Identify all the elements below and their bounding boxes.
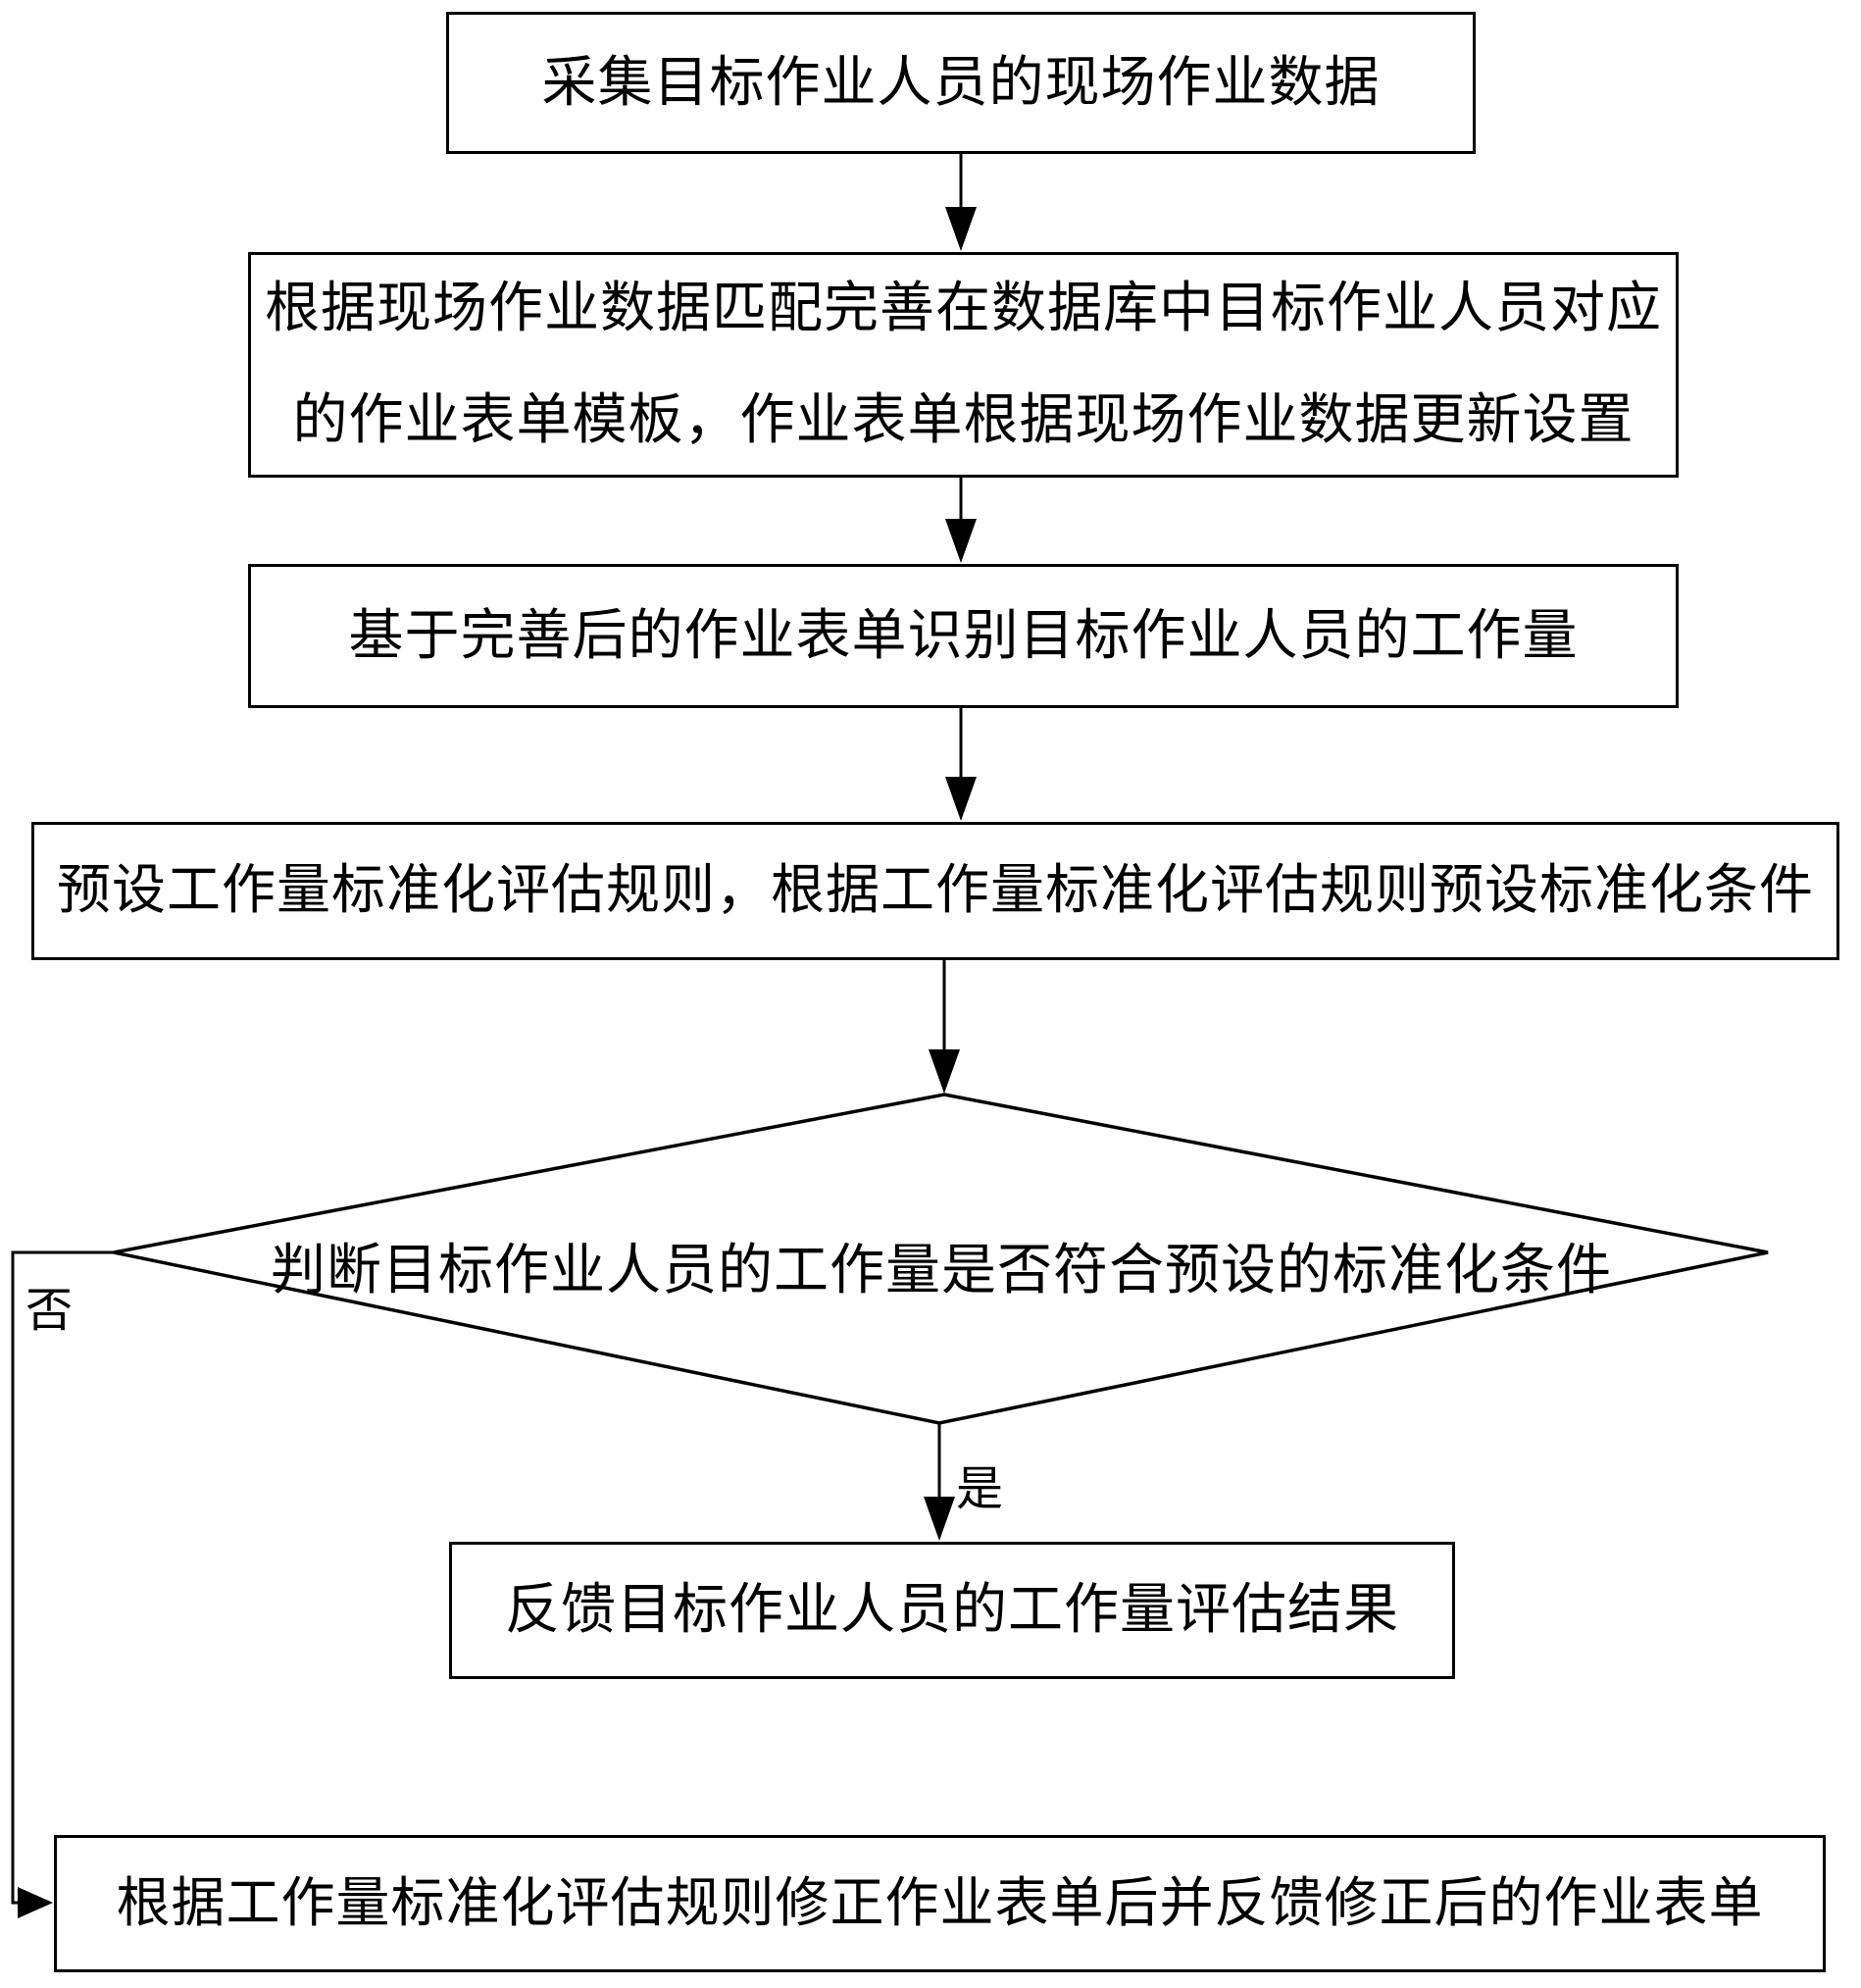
node-label-line2: 的作业表单模板，作业表单根据现场作业数据更新设置 xyxy=(292,390,1635,451)
node-collect-data: 采集目标作业人员的现场作业数据 xyxy=(446,12,1476,154)
arrowhead-down-icon xyxy=(945,207,977,251)
arrowhead-right-icon xyxy=(18,1887,53,1918)
node-label: 预设工作量标准化评估规则，根据工作量标准化评估规则预设标准化条件 xyxy=(56,860,1814,921)
node-label: 根据工作量标准化评估规则修正作业表单后并反馈修正后的作业表单 xyxy=(116,1872,1764,1933)
node-label: 反馈目标作业人员的工作量评估结果 xyxy=(505,1580,1399,1641)
node-label-line1: 根据现场作业数据匹配完善在数据库中目标作业人员对应 xyxy=(265,279,1662,339)
arrow-decision-yes xyxy=(924,1423,955,1541)
arrow-collect-to-match xyxy=(945,154,977,251)
node-check-standard-label: 判断目标作业人员的工作量是否符合预设的标准化条件 xyxy=(271,1241,1612,1301)
node-label: 采集目标作业人员的现场作业数据 xyxy=(541,52,1381,114)
node-feedback-result: 反馈目标作业人员的工作量评估结果 xyxy=(449,1542,1455,1679)
arrowhead-down-icon xyxy=(929,1049,960,1094)
edge-no-label: 否 xyxy=(25,1285,74,1337)
arrow-match-to-identify xyxy=(945,478,977,563)
arrowhead-down-icon xyxy=(924,1497,955,1541)
node-label: 基于完善后的作业表单识别目标作业人员的工作量 xyxy=(348,605,1579,667)
edge-yes-label: 是 xyxy=(956,1463,1004,1515)
node-preset-rules: 预设工作量标准化评估规则，根据工作量标准化评估规则预设标准化条件 xyxy=(31,822,1839,960)
arrow-identify-to-preset xyxy=(945,708,977,821)
node-revise-form: 根据工作量标准化评估规则修正作业表单后并反馈修正后的作业表单 xyxy=(54,1835,1826,1972)
arrowhead-down-icon xyxy=(945,519,977,563)
arrowhead-down-icon xyxy=(945,777,977,821)
node-match-form-template: 根据现场作业数据匹配完善在数据库中目标作业人员对应 的作业表单模板，作业表单根据… xyxy=(248,252,1679,478)
node-identify-workload: 基于完善后的作业表单识别目标作业人员的工作量 xyxy=(248,564,1679,708)
arrow-preset-to-decision xyxy=(929,960,960,1094)
arrow-decision-no xyxy=(11,1250,114,1918)
